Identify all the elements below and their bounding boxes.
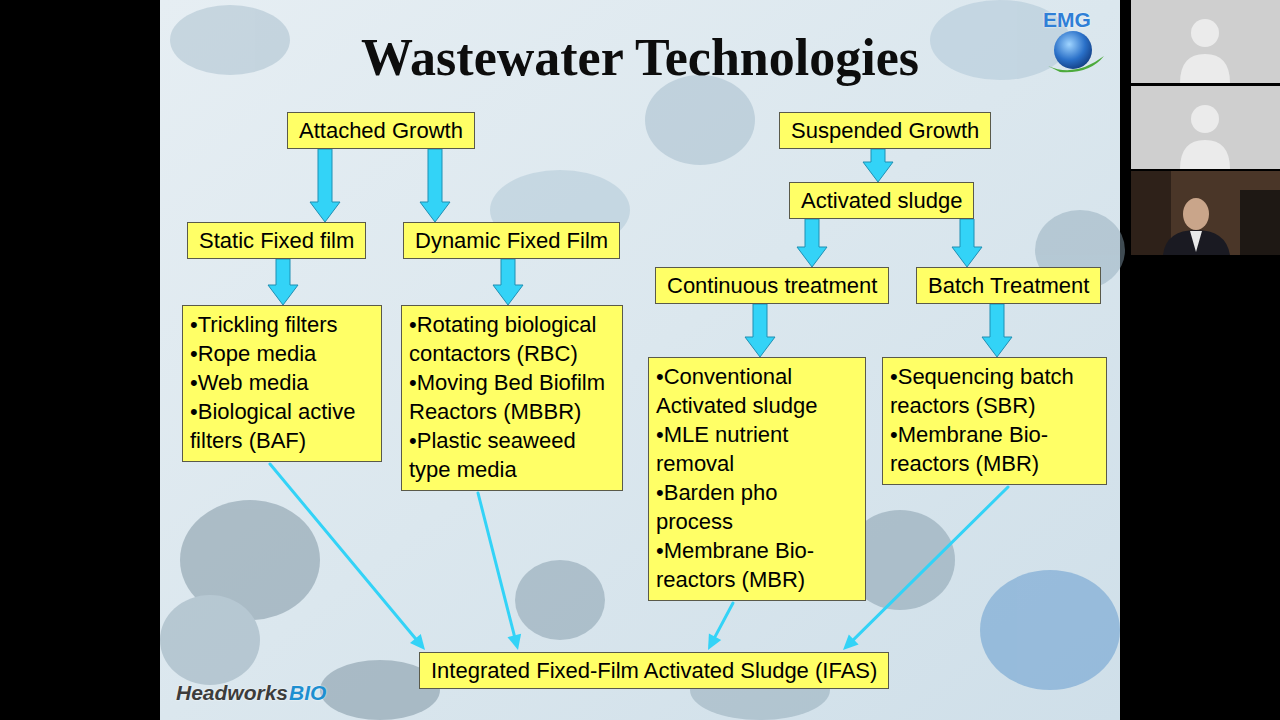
avatar-body (1180, 140, 1230, 169)
box-label: Suspended Growth (791, 116, 979, 145)
arrow-head (410, 634, 425, 650)
bullet-item: •Plastic seaweed type media (409, 426, 615, 484)
media-blob (980, 570, 1120, 690)
arrow-shaft (270, 464, 417, 641)
block-arrow (952, 219, 982, 267)
block-arrow (863, 149, 893, 182)
arrow-shaft (478, 493, 515, 638)
bullet-item: •Membrane Bio-reactors (MBR) (890, 420, 1099, 478)
list-box: •Rotating biological contactors (RBC)•Mo… (401, 305, 623, 491)
video-shadow (1131, 171, 1171, 255)
media-blob (160, 595, 260, 685)
box-label: Batch Treatment (928, 271, 1089, 300)
list-box: •Trickling filters•Rope media•Web media•… (182, 305, 382, 462)
video-chair (1240, 190, 1280, 255)
arrow-head (843, 635, 859, 651)
block-arrow (268, 259, 298, 305)
block-arrow-shape (863, 149, 893, 182)
block-arrow (745, 304, 775, 357)
box-label: Dynamic Fixed Film (415, 226, 608, 255)
block-arrow-shape (493, 259, 523, 305)
arrow-line (478, 493, 521, 650)
process-box: Continuous treatment (655, 267, 889, 304)
process-box: Activated sludge (789, 182, 974, 219)
block-arrow-shape (797, 219, 827, 267)
block-arrow (493, 259, 523, 305)
arrow-shaft (714, 603, 733, 639)
bullet-item: •Web media (190, 368, 374, 397)
logo-text: EMG (1043, 8, 1091, 32)
media-blob (170, 5, 290, 75)
bullet-item: •MLE nutrient removal (656, 420, 858, 478)
box-label: Continuous treatment (667, 271, 877, 300)
process-box: Suspended Growth (779, 112, 991, 149)
speaker-shirt (1190, 231, 1202, 252)
bullet-item: •Rotating biological contactors (RBC) (409, 310, 615, 368)
process-box: Dynamic Fixed Film (403, 222, 620, 259)
bullet-item: •Conventional Activated sludge (656, 362, 858, 420)
block-arrow (797, 219, 827, 267)
block-arrow-shape (982, 304, 1012, 357)
speaker-face (1183, 198, 1209, 230)
box-label: Static Fixed film (199, 226, 354, 255)
block-arrow-shape (268, 259, 298, 305)
video-tile (1131, 0, 1280, 83)
block-arrow-shape (952, 219, 982, 267)
logo-text: Headworks (176, 680, 288, 706)
bullet-item: •Rope media (190, 339, 374, 368)
box-label: Activated sludge (801, 186, 962, 215)
arrow-head (708, 634, 721, 651)
block-arrow-shape (310, 149, 340, 222)
process-box: Batch Treatment (916, 267, 1101, 304)
arrow-head (508, 634, 522, 650)
block-arrow (310, 149, 340, 222)
arrow-line (843, 487, 1008, 650)
bullet-item: •Barden pho process (656, 478, 858, 536)
media-blob (515, 560, 605, 640)
bullet-item: •Trickling filters (190, 310, 374, 339)
list-box: •Conventional Activated sludge•MLE nutri… (648, 357, 866, 601)
arrow-line (708, 603, 733, 650)
block-arrow (420, 149, 450, 222)
bullet-item: •Sequencing batch reactors (SBR) (890, 362, 1099, 420)
block-arrow (982, 304, 1012, 357)
block-arrow-shape (420, 149, 450, 222)
logo-text: BIO (289, 680, 326, 706)
process-box: Static Fixed film (187, 222, 366, 259)
bullet-item: •Moving Bed Biofilm Reactors (MBBR) (409, 368, 615, 426)
slide-ground (160, 0, 1120, 720)
avatar-head (1191, 19, 1219, 47)
media-blob (645, 75, 755, 165)
globe-icon (1054, 31, 1092, 69)
media-photo-watermark (160, 0, 1125, 720)
bullet-item: •Biological active filters (BAF) (190, 397, 374, 455)
process-box: Integrated Fixed-Film Activated Sludge (… (419, 652, 889, 689)
video-tile (1131, 171, 1280, 255)
list-box: •Sequencing batch reactors (SBR)•Membran… (882, 357, 1107, 485)
block-arrow-shape (745, 304, 775, 357)
slide-title: Wastewater Technologies (160, 26, 1120, 90)
box-label: Attached Growth (299, 116, 463, 145)
avatar-head (1191, 105, 1219, 133)
process-box: Attached Growth (287, 112, 475, 149)
arrow-shaft (852, 487, 1008, 642)
box-label: Integrated Fixed-Film Activated Sludge (… (431, 656, 877, 685)
avatar-body (1180, 54, 1230, 83)
video-tile (1131, 86, 1280, 169)
leaf-swoosh (1048, 56, 1104, 72)
speaker-suit (1163, 230, 1230, 255)
bullet-item: •Membrane Bio-reactors (MBR) (656, 536, 858, 594)
arrow-line (270, 464, 425, 650)
